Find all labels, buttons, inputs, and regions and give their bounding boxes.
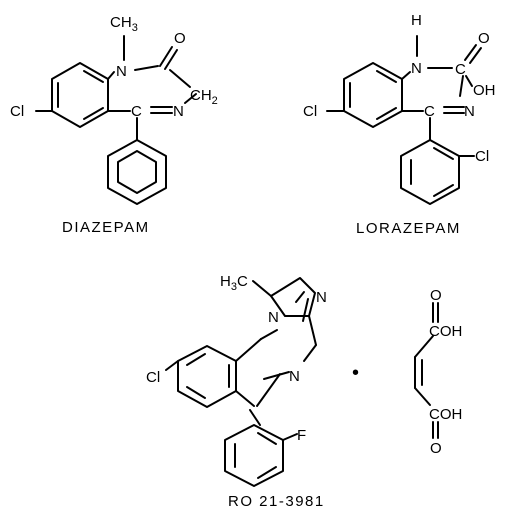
carboxyl-group-top-label: COH — [429, 323, 462, 340]
diazepam-structure: CH3 O N CH2 C N Cl DIAZEPAM — [10, 14, 218, 236]
methyl-group-label: H3C — [220, 273, 248, 293]
azepine-nitrogen-label: N — [289, 368, 300, 385]
imine-carbon-label: C — [131, 103, 142, 120]
imine-nitrogen-label: N — [173, 103, 184, 120]
carboxyl-oxygen-bottom-label: O — [430, 440, 442, 457]
imidazole-nitrogen-label: N — [316, 289, 327, 306]
chlorine-label: Cl — [10, 103, 24, 120]
lorazepam-name: LORAZEPAM — [356, 220, 461, 237]
imine-carbon-label: C — [424, 103, 435, 120]
nh-hydrogen-label: H — [411, 12, 422, 29]
amide-nitrogen-label: N — [116, 63, 127, 80]
lorazepam-chlorophenyl-ring — [400, 139, 460, 205]
carbonyl-oxygen-label: O — [478, 30, 490, 47]
methylene-label: CH2 — [190, 87, 218, 107]
lorazepam-benzene-ring — [343, 62, 403, 128]
hydroxyl-label: OH — [473, 82, 496, 99]
chlorine-label: Cl — [146, 369, 160, 386]
aryl-chlorine-label: Cl — [475, 148, 489, 165]
diazepam-name: DIAZEPAM — [62, 219, 150, 236]
maleic-acid-structure: O COH COH O — [414, 287, 462, 457]
diazepam-phenyl-ring — [107, 139, 167, 205]
carbonyl-oxygen-label: O — [174, 30, 186, 47]
imine-nitrogen-label: N — [464, 103, 475, 120]
methyl-group-label: CH3 — [110, 14, 138, 34]
lorazepam-structure: H O N C OH C N Cl Cl LORAZEPAM — [303, 12, 496, 237]
carboxyl-oxygen-top-label: O — [430, 287, 442, 304]
hydroxyl-carbon-label: C — [455, 61, 466, 78]
chlorobenzene-ring — [177, 345, 237, 408]
imidazole-ring — [270, 277, 316, 322]
ro-21-3981-structure: H3C N N N Cl F RO 21-3981 — [146, 273, 327, 510]
chlorine-label: Cl — [303, 103, 317, 120]
amide-nitrogen-label: N — [411, 60, 422, 77]
carboxyl-group-bottom-label: COH — [429, 406, 462, 423]
bridgehead-nitrogen-label: N — [268, 309, 279, 326]
diazepam-benzene-ring — [51, 62, 109, 128]
salt-separator-dot: • — [352, 362, 359, 384]
ro-21-3981-name: RO 21-3981 — [228, 493, 325, 510]
fluorine-label: F — [297, 427, 306, 444]
fluorophenyl-ring — [224, 424, 284, 487]
